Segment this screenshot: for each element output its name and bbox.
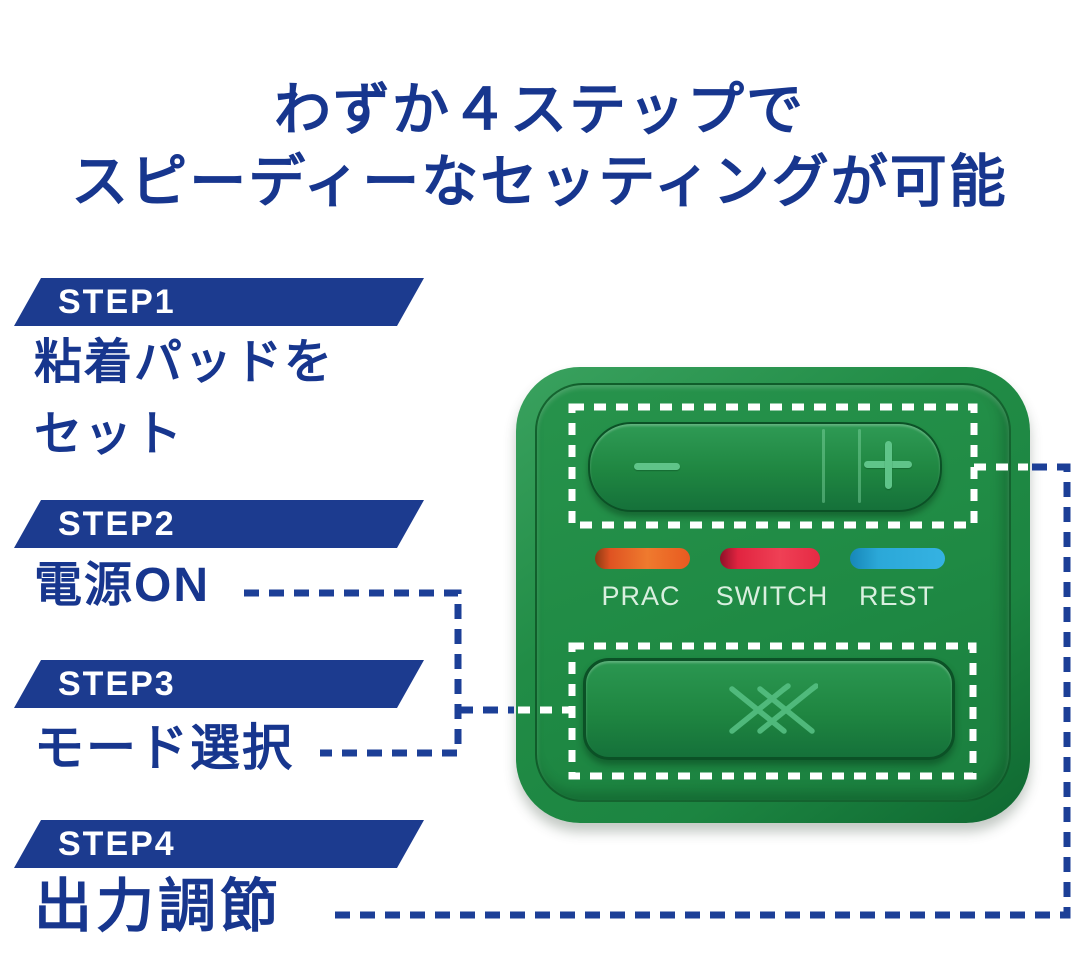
step1-desc-line1: 粘着パッドを: [34, 336, 335, 389]
step2-desc-line1: 電源ON: [34, 559, 211, 612]
step1-description: 粘着パッドを セット: [34, 327, 334, 471]
title-line-1: わずか４ステップで: [274, 78, 805, 142]
step4-badge-label: STEP4: [58, 824, 176, 863]
intensity-rocker-button: [588, 422, 942, 512]
rest-indicator-light: [850, 548, 945, 569]
power-mode-button: [583, 658, 955, 760]
title-line-2: スピーディーなセッティングが可能: [71, 150, 1008, 214]
plus-icon-vertical-bar: [885, 441, 892, 489]
rocker-divider-groove: [822, 429, 825, 503]
step4-description: 出力調節: [34, 876, 282, 938]
prac-indicator-light: [595, 548, 690, 569]
step3-description: モード選択: [34, 718, 294, 778]
step4-banner: STEP4: [14, 820, 424, 868]
brand-logo-icon: [729, 683, 818, 734]
step1-badge-label: STEP1: [58, 282, 176, 321]
step3-banner: STEP3: [14, 660, 424, 708]
rocker-divider-groove: [858, 429, 861, 503]
page-title: わずか４ステップで スピーディーなセッティングが可能: [0, 74, 1079, 218]
step3-desc-line1: モード選択: [34, 720, 294, 776]
switch-indicator-light: [720, 548, 820, 569]
step1-desc-line2: セット: [34, 408, 185, 461]
step2-badge-label: STEP2: [58, 504, 176, 543]
rest-label: REST: [858, 581, 936, 611]
step4-desc-line1: 出力調節: [34, 874, 283, 939]
switch-label: SWITCH: [715, 581, 829, 611]
step2-description: 電源ON: [34, 556, 210, 616]
prac-label: PRAC: [601, 581, 681, 611]
step2-banner: STEP2: [14, 500, 424, 548]
step1-banner: STEP1: [14, 278, 424, 326]
minus-icon: [634, 463, 680, 470]
device-controller: PRAC SWITCH REST: [516, 367, 1030, 823]
step3-badge-label: STEP3: [58, 664, 176, 703]
